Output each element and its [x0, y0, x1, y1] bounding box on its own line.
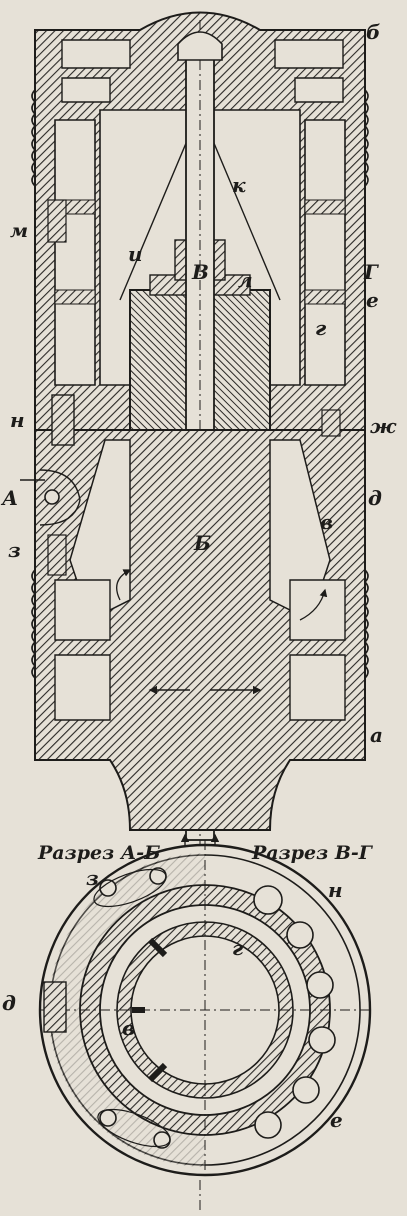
label-e-section: е: [330, 1108, 343, 1132]
label-z-section: з: [86, 866, 99, 890]
label-v-small: в: [320, 510, 334, 534]
joint-bolts: [20, 199, 341, 576]
label-d-right: д: [368, 486, 382, 510]
label-g-section: г: [232, 936, 244, 960]
caption-section-vg: Разрез В-Г: [252, 842, 372, 864]
label-i: и: [128, 242, 143, 266]
label-n: н: [10, 408, 25, 432]
label-m: м: [10, 220, 29, 242]
label-e-top: е: [366, 288, 379, 312]
label-a-big: А: [2, 486, 19, 510]
label-b-top: б: [366, 20, 381, 44]
label-a-small: а: [370, 723, 383, 747]
label-b-big: Б: [194, 531, 212, 555]
label-zh: ж: [370, 414, 397, 438]
caption-section-ab: Разрез А-Б: [38, 842, 161, 864]
label-n-section: н: [328, 878, 343, 902]
label-k: к: [232, 173, 246, 197]
label-g-big: Г: [364, 260, 378, 284]
label-v-big: В: [192, 260, 209, 284]
circular-section-view: [38, 840, 372, 1180]
label-v-section: в: [122, 1016, 136, 1040]
label-z: з: [8, 538, 21, 562]
label-g-small: г: [315, 316, 327, 340]
lower-crankcase: [31, 429, 369, 860]
label-l: л: [238, 268, 253, 292]
label-d-section: д: [2, 991, 16, 1015]
